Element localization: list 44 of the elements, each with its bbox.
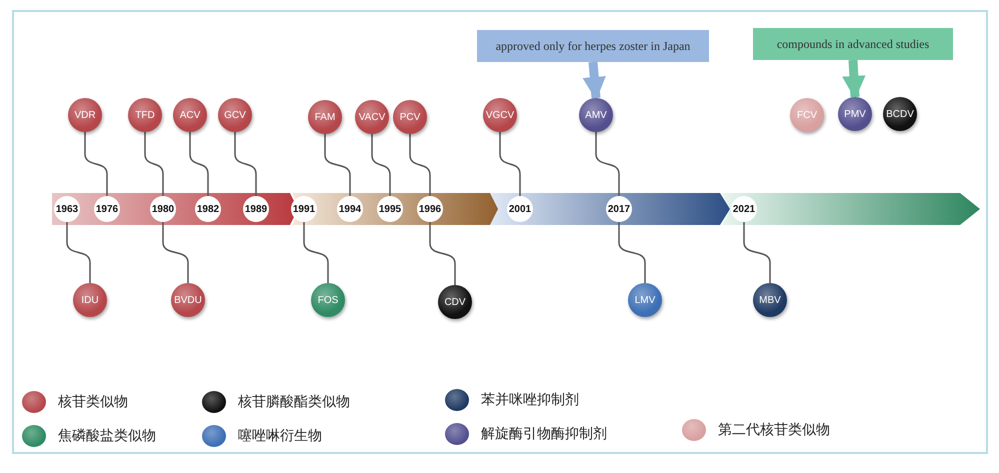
drug-circle: FAM	[308, 100, 342, 134]
drug-circle: PMV	[838, 97, 872, 131]
drug-circle: VDR	[68, 98, 102, 132]
leader-line	[324, 134, 351, 196]
legend-text: 核苷膦酸酯类似物	[238, 393, 350, 411]
drug-circle: FOS	[311, 283, 345, 317]
drug-circle: AMV	[579, 98, 613, 132]
drug-circle: LMV	[628, 283, 662, 317]
callout-arrow	[582, 62, 606, 100]
legend-text: 解旋酶引物酶抑制剂	[481, 425, 607, 443]
drug-circle: TFD	[128, 98, 162, 132]
drug-circle: CDV	[438, 285, 472, 319]
drug-circle: VGCV	[483, 98, 517, 132]
leader-line	[189, 132, 209, 196]
drug-circle: BVDU	[171, 283, 205, 317]
callout-box: approved only for herpes zoster in Japan	[477, 30, 709, 62]
drug-circle: MBV	[753, 283, 787, 317]
leader-line	[618, 222, 646, 283]
drug-circle: FCV	[790, 98, 824, 132]
leader-line	[84, 132, 108, 196]
drug-circle: PCV	[393, 100, 427, 134]
callout-box: compounds in advanced studies	[753, 28, 953, 60]
leader-line	[743, 222, 771, 283]
drug-circle: ACV	[173, 98, 207, 132]
legend-text: 苯并咪唑抑制剂	[481, 391, 579, 409]
leader-line	[429, 222, 456, 285]
drug-circle: VACV	[355, 100, 389, 134]
drug-circle: GCV	[218, 98, 252, 132]
leader-line	[144, 132, 164, 196]
legend-text: 核苷类似物	[58, 393, 128, 411]
legend-text: 噻唑啉衍生物	[238, 427, 322, 445]
callout-arrow	[842, 60, 866, 100]
drug-circle: BCDV	[883, 97, 917, 131]
leader-line	[66, 222, 91, 283]
leader-line	[595, 132, 620, 196]
leader-line	[409, 134, 431, 196]
leader-line	[499, 132, 521, 196]
drug-circle: IDU	[73, 283, 107, 317]
legend-text: 焦磷酸盐类似物	[58, 427, 156, 445]
leader-line	[234, 132, 257, 196]
leader-line	[371, 134, 391, 196]
legend-text: 第二代核苷类似物	[718, 421, 830, 439]
leader-line	[162, 222, 189, 283]
leader-line	[303, 222, 329, 283]
